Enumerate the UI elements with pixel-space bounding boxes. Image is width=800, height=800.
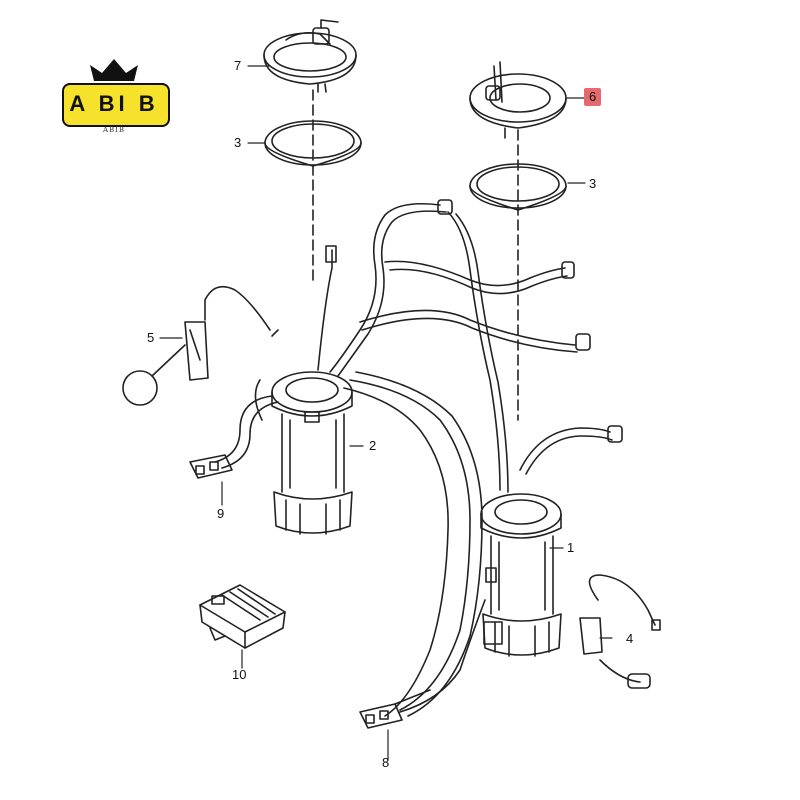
callout-5: 5 [147, 330, 155, 345]
part-5-level-sender [122, 321, 209, 406]
callout-3-left: 3 [234, 135, 242, 150]
part-2-fuel-pump-left [271, 371, 353, 535]
logo-subtext: ABIB [102, 126, 126, 134]
callout-3-right: 3 [589, 176, 597, 191]
part-7-flange-cover [263, 19, 357, 93]
callout-4: 4 [626, 631, 634, 646]
part-4-level-sender [579, 574, 661, 689]
callout-8: 8 [382, 755, 390, 770]
callout-7: 7 [234, 58, 242, 73]
callout-1: 1 [567, 540, 575, 555]
callout-6: 6 [584, 88, 602, 106]
brand-logo: A BI B ABIB [40, 55, 190, 145]
part-3-seal-ring-right [469, 163, 567, 211]
fuel-hoses [204, 199, 623, 717]
callout-2: 2 [369, 438, 377, 453]
part-8-connector [359, 689, 431, 729]
callout-9: 9 [217, 506, 225, 521]
logo-badge [62, 83, 170, 127]
part-1-fuel-pump-right [480, 493, 562, 657]
leader-lines [159, 65, 613, 761]
part-6-flange-cover [469, 61, 567, 139]
part-9-connector [189, 454, 233, 479]
part-10-control-module [199, 584, 286, 649]
crown-icon [90, 59, 138, 81]
callout-10: 10 [232, 667, 247, 682]
logo-text: A BI B [69, 91, 159, 116]
